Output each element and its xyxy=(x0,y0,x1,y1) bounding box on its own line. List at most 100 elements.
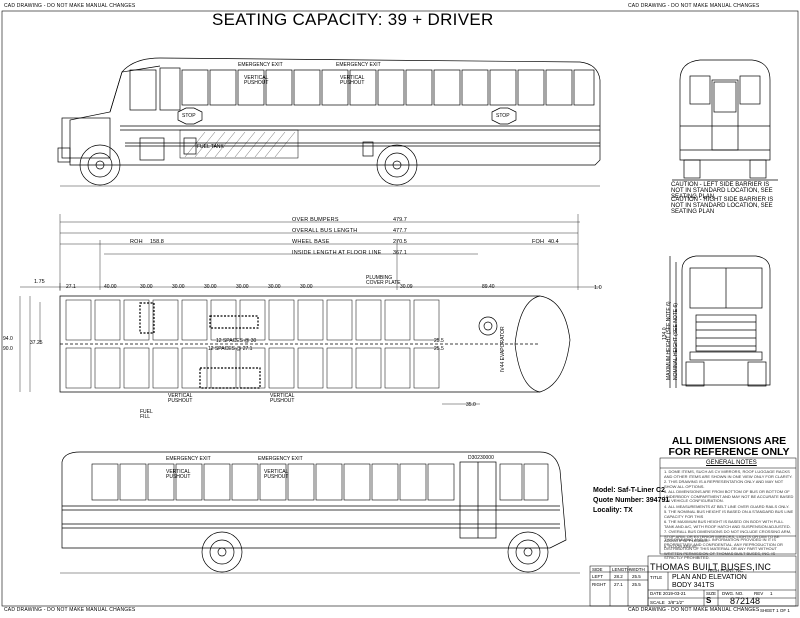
table-header-width: WIDTH xyxy=(630,567,645,572)
bottom-windows xyxy=(91,463,549,501)
seg-last: 30.09 xyxy=(400,284,413,290)
table-row-left-side: LEFT xyxy=(592,574,604,579)
seg-30-3: 30.00 xyxy=(204,284,217,290)
title-block-frame xyxy=(589,555,797,607)
dim-width-90: 90.0 xyxy=(3,346,13,352)
bottom-vertical-pushout-1: VERTICAL PUSHOUT xyxy=(166,469,191,480)
general-note-line: 6. THE MAXIMUM BUS HEIGHT IS BASED ON BO… xyxy=(664,519,791,529)
table-header-side: SIDE xyxy=(592,567,603,572)
dim-wheel-base-label: WHEEL BASE xyxy=(292,239,330,245)
dim-255-2: 25.5 xyxy=(434,346,444,352)
seat-rows-left xyxy=(65,299,440,341)
reference-only-notice: ALL DIMENSIONS ARE FOR REFERENCE ONLY xyxy=(668,435,790,458)
seg-30-6: 30.00 xyxy=(300,284,313,290)
dwg-no: 872148 xyxy=(730,596,761,606)
size-value: S xyxy=(706,596,712,605)
dim-over-bumpers: 479.7 xyxy=(393,217,407,223)
top-windows xyxy=(129,67,595,111)
scale-label: SCALE xyxy=(650,600,665,605)
table-row-left-width: 25.5 xyxy=(632,574,641,579)
seg-2: 40.00 xyxy=(104,284,117,290)
plumbing-cover-plate: PLUMBING COVER PLATE xyxy=(366,275,401,286)
notes-frame xyxy=(659,457,797,555)
table-row-left-length: 28.2 xyxy=(614,574,623,579)
general-note-line: 8. FLOOR AREAS xyxy=(664,543,697,549)
table-row-right-length: 27.1 xyxy=(614,582,623,587)
date-label: DATE 2019-03-21 xyxy=(650,591,686,596)
top-vertical-pushout-1: VERTICAL PUSHOUT xyxy=(244,75,269,86)
fuel-fill: FUEL FILL xyxy=(140,409,153,420)
model-name: Model: Saf-T-Liner C2 xyxy=(593,487,665,494)
dim-foh: 40.4 xyxy=(548,239,559,245)
bus-front-view xyxy=(669,255,771,388)
dwg-no-label: DWG. NO. xyxy=(722,591,744,596)
floor-hatches xyxy=(139,302,261,389)
size-label: SIZE xyxy=(706,591,717,596)
bus-rear-view xyxy=(672,59,778,181)
dim-inside-length: 367.1 xyxy=(393,250,407,256)
bottom-emergency-exit-2: EMERGENCY EXIT xyxy=(258,456,303,462)
front-wheel-bottom xyxy=(507,531,549,573)
rev-value: 1 xyxy=(770,591,773,596)
corner-label-bottom-left: CAD DRAWING - DO NOT MAKE MANUAL CHANGES xyxy=(4,607,136,613)
dim-over-bumpers-label: OVER BUMPERS xyxy=(292,217,339,223)
front-max-height: MAXIMUM HEIGHT (SEE NOTE 6) xyxy=(666,301,672,380)
general-note-line: 3. ALL DIMENSIONS ARE FROM BOTTOM OF BUS… xyxy=(664,489,794,503)
corner-label-top-right: CAD DRAWING - DO NOT MAKE MANUAL CHANGES xyxy=(628,3,760,9)
bus-side-view-bottom xyxy=(61,451,567,549)
scale-value: 3/8"1/2" xyxy=(668,600,684,605)
stop-sign-rear xyxy=(491,107,517,125)
dim-offset-175: 1.75 xyxy=(34,279,45,285)
dim-offset-10: 1.0 xyxy=(594,285,602,291)
dim-overall-length: 477.7 xyxy=(393,228,407,234)
bottom-emergency-exit-1: EMERGENCY EXIT xyxy=(166,456,211,462)
dim-255-1: 25.5 xyxy=(434,338,444,344)
drawing-title-2: BODY 341TS xyxy=(672,582,715,589)
sheet-label: SHEET 1 OF 1 xyxy=(760,608,790,613)
dim-roh: 158.8 xyxy=(150,239,164,245)
general-note-line: 5. THE NOMINAL BUS HEIGHT IS BASED ON A … xyxy=(664,509,794,519)
general-note-line: 7. OVERALL BUS DIMENSIONS DO NOT INCLUDE… xyxy=(664,529,792,543)
corner-label-bottom-right: CAD DRAWING - DO NOT MAKE MANUAL CHANGES xyxy=(628,607,760,613)
stop-sign-front-label: STOP xyxy=(182,113,196,119)
stop-sign-front xyxy=(177,107,203,125)
seg-30-5: 30.00 xyxy=(268,284,281,290)
floor-offsets xyxy=(19,296,480,405)
dim-inside-length-label: INSIDE LENGTH AT FLOOR LINE xyxy=(292,250,382,256)
rear-wheel-top xyxy=(376,144,418,186)
table-row-right-side: RIGHT xyxy=(592,582,606,587)
dim-width-3725: 37.25 xyxy=(30,340,43,346)
locality: Locality: TX xyxy=(593,507,633,514)
dimension-lines xyxy=(20,214,600,291)
stop-sign-rear-label: STOP xyxy=(496,113,510,119)
floor-plan xyxy=(59,295,571,393)
seg-30-2: 30.00 xyxy=(172,284,185,290)
floor-pushout-2: VERTICAL PUSHOUT xyxy=(270,393,295,404)
general-notes-list: 1. DOME ITEMS, SUCH AS CV MIRRORS, ROOF … xyxy=(664,469,794,550)
dim-350: 35.0 xyxy=(466,402,476,408)
dim-spaces-top: 12 SPACES @ 30 xyxy=(216,338,257,344)
rear-wheel-bottom xyxy=(201,531,243,573)
dim-width-94: 94.0 xyxy=(3,336,13,342)
rev-label: REV xyxy=(754,591,764,596)
fuel-tank-label: FUEL TANK xyxy=(197,144,224,150)
top-emergency-exit-2: EMERGENCY EXIT xyxy=(336,62,381,68)
sheet-border xyxy=(1,10,799,607)
top-vertical-pushout-2: VERTICAL PUSHOUT xyxy=(340,75,365,86)
bottom-vertical-pushout-2: VERTICAL PUSHOUT xyxy=(264,469,289,480)
title-label: TITLE xyxy=(650,575,663,580)
seg-first: 27.1 xyxy=(66,284,76,290)
front-nominal-height: NOMINAL HEIGHT (SEE NOTE 6) xyxy=(673,303,679,380)
table-header-length: LENGTH xyxy=(612,567,631,572)
company-sub: HIGH POINT, NC xyxy=(708,568,743,573)
caution-right: CAUTION - RIGHT SIDE BARRIER IS NOT IN S… xyxy=(671,197,774,215)
seg-30-1: 30.00 xyxy=(140,284,153,290)
general-note-line: 1. DOME ITEMS, SUCH AS CV MIRRORS, ROOF … xyxy=(664,469,793,479)
bus-side-view-top xyxy=(57,57,601,166)
bottom-plate: D30230000 xyxy=(468,455,494,461)
notes-footer: THIS DRAWING AND ALL INFORMATION PROVIDE… xyxy=(664,537,783,560)
dim-foh-label: FOH xyxy=(532,239,545,245)
dim-spaces-bottom: 12 SPACES @ 27.1 xyxy=(208,346,253,352)
caution-left: CAUTION - LEFT SIDE BARRIER IS NOT IN ST… xyxy=(671,182,773,200)
